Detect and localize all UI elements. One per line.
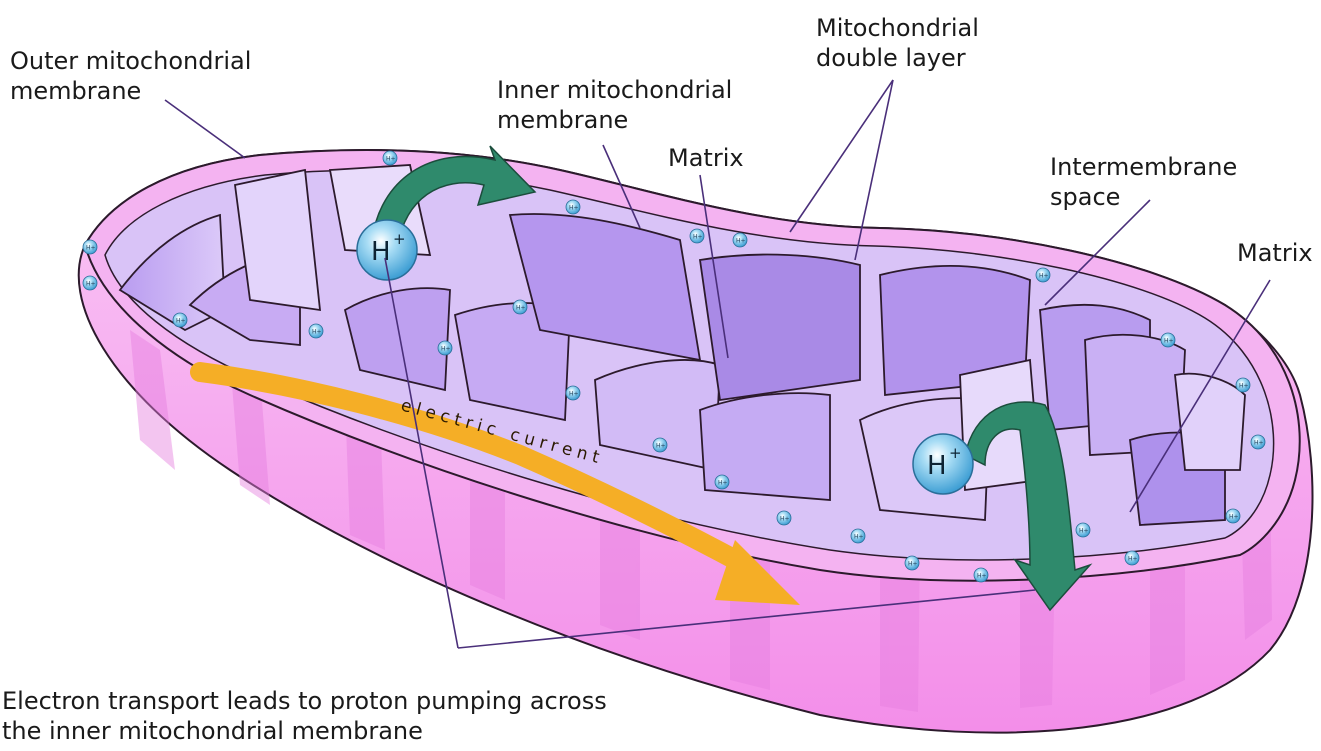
small-proton-ion-label: H+ bbox=[1239, 383, 1249, 390]
small-proton-ion-label: H+ bbox=[854, 534, 864, 541]
small-proton-ion-label: H+ bbox=[977, 573, 987, 580]
double-layer-label-line2: double layer bbox=[816, 43, 979, 73]
outer-membrane-label-line1: Outer mitochondrial bbox=[10, 46, 251, 76]
small-proton-ion-label: H+ bbox=[908, 561, 918, 568]
small-proton-ion-label: H+ bbox=[386, 156, 396, 163]
small-proton-ion-label: H+ bbox=[569, 205, 579, 212]
small-proton-ion-label: H+ bbox=[1039, 273, 1049, 280]
small-proton-ion-label: H+ bbox=[86, 245, 96, 252]
inner-membrane-label-line2: membrane bbox=[497, 105, 732, 135]
inner-membrane-label: Inner mitochondrial membrane bbox=[497, 75, 732, 135]
svg-text:+: + bbox=[393, 230, 406, 248]
small-proton-ion-label: H+ bbox=[312, 329, 322, 336]
matrix-label-top: Matrix bbox=[668, 143, 744, 173]
svg-text:H: H bbox=[371, 237, 391, 267]
double-layer-label: Mitochondrial double layer bbox=[816, 13, 979, 73]
small-proton-ion-label: H+ bbox=[1128, 556, 1138, 563]
electron-transport-caption-line1: Electron transport leads to proton pumpi… bbox=[2, 686, 607, 716]
svg-text:+: + bbox=[949, 444, 962, 462]
small-proton-ion-label: H+ bbox=[441, 346, 451, 353]
small-proton-ion-label: H+ bbox=[656, 443, 666, 450]
svg-text:H: H bbox=[927, 451, 947, 481]
small-proton-ion-label: H+ bbox=[780, 516, 790, 523]
small-proton-ion-label: H+ bbox=[176, 318, 186, 325]
small-proton-ion-label: H+ bbox=[693, 234, 703, 241]
inner-membrane-label-line1: Inner mitochondrial bbox=[497, 75, 732, 105]
small-proton-ion-label: H+ bbox=[1164, 338, 1174, 345]
small-proton-ion-label: H+ bbox=[569, 391, 579, 398]
double-layer-label-line1: Mitochondrial bbox=[816, 13, 979, 43]
small-proton-ion-label: H+ bbox=[718, 480, 728, 487]
intermembrane-label: Intermembrane space bbox=[1050, 152, 1237, 212]
electron-transport-caption: Electron transport leads to proton pumpi… bbox=[2, 686, 607, 746]
matrix-label-right: Matrix bbox=[1237, 238, 1313, 268]
small-proton-ion-label: H+ bbox=[736, 238, 746, 245]
small-proton-ion-label: H+ bbox=[1079, 528, 1089, 535]
matrix-label-right-text: Matrix bbox=[1237, 238, 1313, 268]
outer-membrane-label-line2: membrane bbox=[10, 76, 251, 106]
electron-transport-caption-line2: the inner mitochondrial membrane bbox=[2, 716, 607, 746]
small-proton-ion-label: H+ bbox=[516, 305, 526, 312]
small-proton-ion-label: H+ bbox=[1254, 440, 1264, 447]
large-proton-ion-bottom: H + bbox=[913, 434, 973, 494]
matrix-label-top-text: Matrix bbox=[668, 143, 744, 173]
intermembrane-label-line2: space bbox=[1050, 182, 1237, 212]
outer-membrane-label: Outer mitochondrial membrane bbox=[10, 46, 251, 106]
small-proton-ion-label: H+ bbox=[86, 281, 96, 288]
small-proton-ion-label: H+ bbox=[1229, 514, 1239, 521]
intermembrane-label-line1: Intermembrane bbox=[1050, 152, 1237, 182]
